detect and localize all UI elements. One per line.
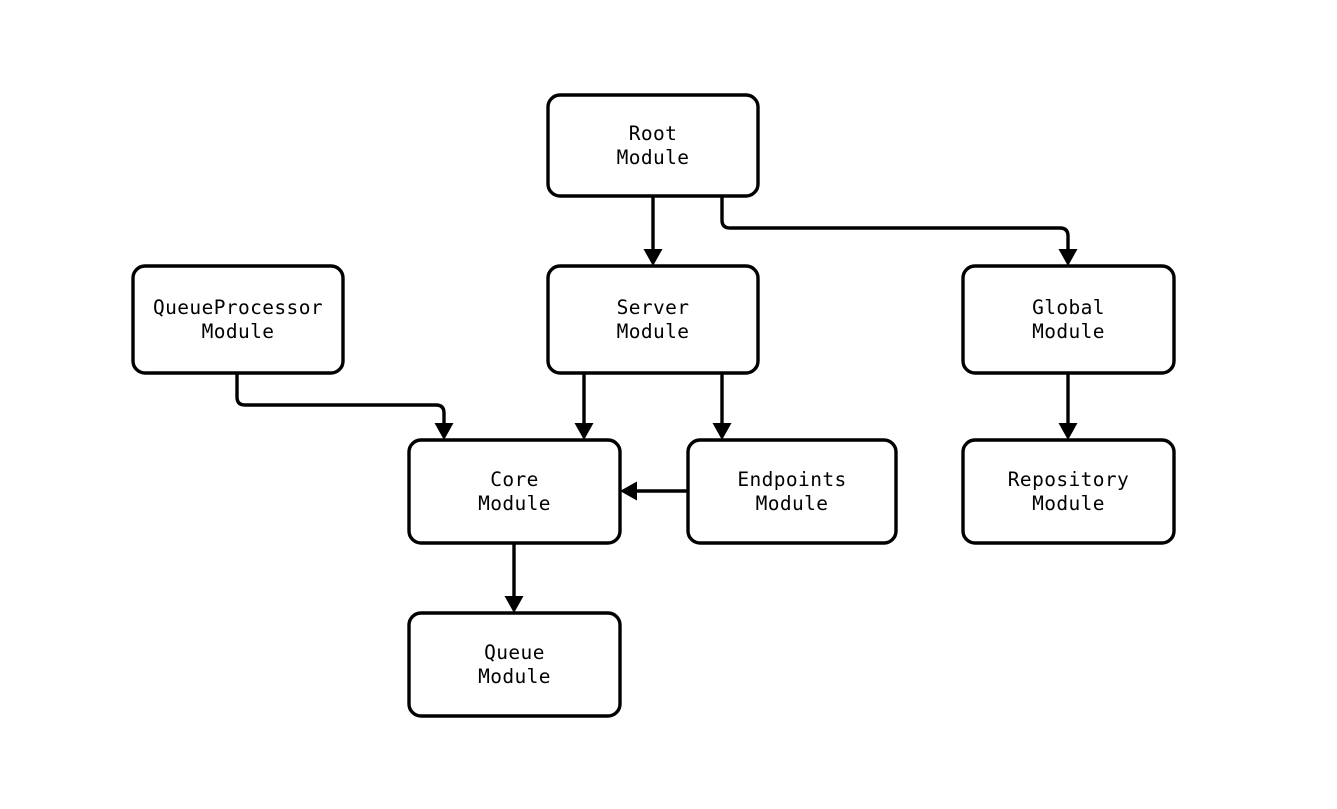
global-module-node-box[interactable] xyxy=(961,264,1176,375)
edge-server-to-core-arrowhead-icon xyxy=(574,423,594,440)
queue-module-node-label-line2: Module xyxy=(478,665,551,688)
edges-layer xyxy=(235,196,1078,613)
global-module-node-label-line2: Module xyxy=(1032,320,1105,343)
root-module-node-box[interactable] xyxy=(546,93,760,198)
server-module-node-box[interactable] xyxy=(546,264,760,375)
repository-module-node-box[interactable] xyxy=(961,438,1176,545)
edge-root-to-server xyxy=(643,196,663,266)
nodes-layer: RootModuleQueueProcessorModuleServerModu… xyxy=(131,93,1176,718)
queueprocessor-module-node-box[interactable] xyxy=(131,264,345,375)
root-module-node-label-line2: Module xyxy=(617,146,690,169)
global-module-node-label-line1: Global xyxy=(1032,296,1105,319)
endpoints-module-node-label-line2: Module xyxy=(756,492,829,515)
edge-endpoints-to-core-arrowhead-icon xyxy=(620,481,637,501)
endpoints-module-node-box[interactable] xyxy=(686,438,898,545)
repository-module-node-label-line1: Repository xyxy=(1008,468,1129,491)
edge-root-to-server-arrowhead-icon xyxy=(643,249,663,266)
edge-core-to-queue-arrowhead-icon xyxy=(504,596,524,613)
core-module-node-box[interactable] xyxy=(407,438,622,545)
edge-server-to-core xyxy=(574,373,594,440)
edge-root-to-global-line xyxy=(720,196,1070,252)
core-module-node-label-line1: Core xyxy=(490,468,539,491)
edge-global-to-repository-arrowhead-icon xyxy=(1058,423,1078,440)
edge-queueprocessor-to-core-arrowhead-icon xyxy=(434,423,454,440)
edge-root-to-global xyxy=(720,196,1078,266)
root-module-node-label-line1: Root xyxy=(629,122,678,145)
edge-root-to-global-arrowhead-icon xyxy=(1058,249,1078,266)
endpoints-module-node-label-line1: Endpoints xyxy=(737,468,846,491)
edge-queueprocessor-to-core-line xyxy=(235,373,446,426)
queue-module-node-label-line1: Queue xyxy=(484,641,545,664)
edge-endpoints-to-core xyxy=(620,481,688,501)
edge-core-to-queue xyxy=(504,543,524,613)
queueprocessor-module-node-label-line2: Module xyxy=(202,320,275,343)
server-module-node-label-line2: Module xyxy=(617,320,690,343)
core-module-node-label-line2: Module xyxy=(478,492,551,515)
server-module-node-label-line1: Server xyxy=(617,296,690,319)
queue-module-node-box[interactable] xyxy=(407,611,622,718)
queueprocessor-module-node-label-line1: QueueProcessor xyxy=(153,296,323,319)
edge-queueprocessor-to-core xyxy=(235,373,454,440)
edge-server-to-endpoints-arrowhead-icon xyxy=(712,423,732,440)
edge-global-to-repository xyxy=(1058,373,1078,440)
repository-module-node-label-line2: Module xyxy=(1032,492,1105,515)
edge-server-to-endpoints xyxy=(712,373,732,440)
